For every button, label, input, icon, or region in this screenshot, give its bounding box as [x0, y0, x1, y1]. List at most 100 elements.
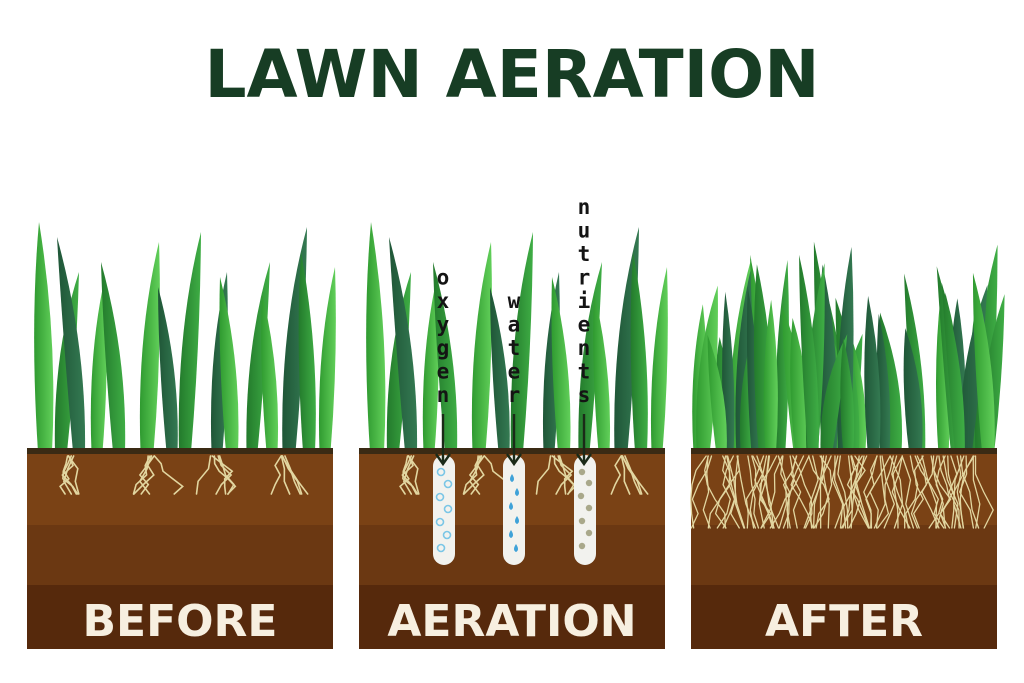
root: [873, 455, 886, 529]
root: [133, 455, 155, 495]
soil-layer-mid: [691, 525, 997, 585]
root: [722, 455, 736, 529]
grass-after: [692, 241, 1005, 452]
root: [790, 455, 802, 529]
root: [819, 455, 825, 529]
grass-blade: [820, 334, 848, 452]
panel-label-after: AFTER: [765, 596, 923, 647]
grass-blade: [389, 237, 418, 452]
root: [213, 455, 237, 495]
root: [153, 455, 184, 495]
root: [399, 455, 413, 495]
root: [840, 455, 863, 529]
root: [218, 455, 235, 495]
root: [690, 455, 707, 529]
root: [745, 455, 757, 529]
root: [891, 455, 906, 529]
grass-blade: [775, 259, 790, 452]
root: [974, 455, 994, 529]
grass-blade: [422, 277, 439, 452]
roots-aeration: [399, 455, 649, 495]
root: [948, 455, 960, 529]
grass-blade: [593, 292, 611, 452]
grass-blade: [551, 277, 571, 452]
nutrient-granules: [577, 468, 593, 550]
root: [959, 455, 975, 529]
grass-blade: [790, 317, 809, 452]
grass-blade: [936, 294, 950, 452]
root: [848, 455, 866, 529]
root: [972, 455, 981, 529]
grass-blade: [650, 267, 668, 452]
root: [901, 455, 915, 529]
grass-blade: [840, 338, 855, 452]
soil-before: [27, 448, 333, 649]
arrow-nutrients: [576, 414, 592, 467]
root: [812, 455, 832, 529]
root: [760, 455, 783, 529]
aeration-hole-water: [503, 455, 525, 565]
root: [716, 455, 734, 529]
root: [852, 455, 870, 529]
soil-layer-top: [27, 450, 333, 525]
water-droplets: [509, 474, 519, 552]
aeration-hole-oxygen: [433, 455, 455, 565]
grass-blade: [972, 272, 995, 452]
grass-blade: [941, 282, 965, 452]
root: [67, 455, 80, 495]
grass-blade: [763, 299, 778, 452]
soil-layer-bottom: [691, 585, 997, 649]
root: [620, 455, 631, 495]
grass-blade: [34, 222, 54, 452]
grass-blade: [490, 287, 510, 452]
grass-blade: [799, 254, 819, 452]
grass-blade: [471, 242, 492, 452]
grass-aeration: [366, 222, 668, 452]
root: [850, 455, 860, 529]
roots-after: [690, 455, 994, 529]
grass-blade: [864, 295, 881, 452]
root: [215, 455, 233, 495]
root: [834, 455, 853, 529]
soil-surface: [359, 448, 665, 454]
root: [468, 455, 481, 495]
root: [280, 455, 291, 495]
roots-before: [59, 455, 309, 495]
root: [610, 455, 622, 495]
grass-blade: [433, 262, 458, 452]
panel-label-aeration: AERATION: [387, 596, 636, 647]
root: [765, 455, 780, 529]
root: [59, 455, 73, 495]
root: [892, 455, 903, 529]
root: [284, 455, 301, 495]
root: [702, 455, 711, 529]
root: [463, 455, 485, 495]
grass-blade: [101, 262, 126, 452]
root: [905, 455, 919, 529]
root: [933, 455, 952, 529]
root: [769, 455, 810, 529]
panel-after: AFTER: [690, 241, 1005, 649]
grass-blade: [298, 252, 316, 452]
grass-blade: [366, 222, 386, 452]
arrow-water: [506, 414, 522, 467]
panel-label-before: BEFORE: [83, 596, 278, 647]
root: [914, 455, 945, 529]
root: [820, 455, 830, 529]
root: [876, 455, 894, 529]
root: [734, 455, 745, 529]
arrow-oxygen: [435, 414, 451, 467]
grass-blade: [261, 292, 279, 452]
root: [558, 455, 575, 495]
grass-blade: [903, 328, 923, 452]
root: [270, 455, 282, 495]
root: [959, 455, 980, 529]
grass-blade: [219, 277, 239, 452]
panel-before: BEFORE: [27, 222, 336, 649]
grass-blade: [510, 232, 533, 452]
